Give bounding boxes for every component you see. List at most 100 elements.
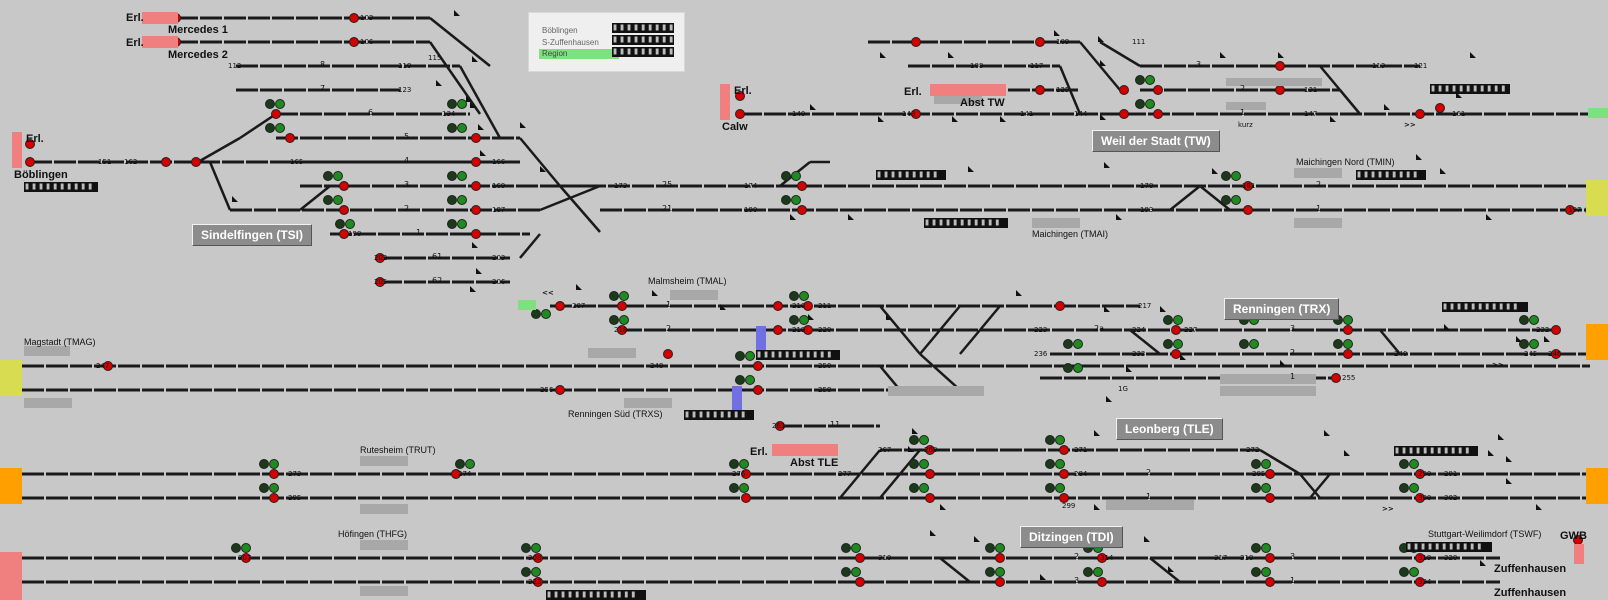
signal-icon[interactable] bbox=[349, 37, 359, 47]
shunt-signal-icon[interactable] bbox=[729, 483, 739, 493]
shunt-signal-icon[interactable] bbox=[1343, 339, 1353, 349]
erl-box-mercedes1[interactable] bbox=[142, 12, 178, 24]
track-switch-segment[interactable] bbox=[879, 449, 921, 499]
shunt-signal-icon[interactable] bbox=[1251, 459, 1261, 469]
erl-box-abst-tw[interactable] bbox=[930, 84, 1006, 96]
signal-icon[interactable] bbox=[375, 277, 385, 287]
station-sindelfingen[interactable]: Sindelfingen (TSI) bbox=[192, 224, 312, 246]
signal-icon[interactable] bbox=[663, 349, 673, 359]
shunt-signal-icon[interactable] bbox=[1261, 483, 1271, 493]
shunt-signal-icon[interactable] bbox=[799, 291, 809, 301]
station-ditzingen[interactable]: Ditzingen (TDI) bbox=[1020, 526, 1123, 548]
signal-icon[interactable] bbox=[1415, 553, 1425, 563]
signal-icon[interactable] bbox=[25, 157, 35, 167]
signal-icon[interactable] bbox=[1265, 577, 1275, 587]
switch-triangle-icon[interactable] bbox=[930, 530, 936, 536]
switch-triangle-icon[interactable] bbox=[1480, 560, 1486, 566]
switch-triangle-icon[interactable] bbox=[1100, 60, 1106, 66]
switch-triangle-icon[interactable] bbox=[1168, 566, 1174, 572]
shunt-signal-icon[interactable] bbox=[791, 171, 801, 181]
switch-triangle-icon[interactable] bbox=[1054, 30, 1060, 36]
switch-triangle-icon[interactable] bbox=[436, 80, 442, 86]
shunt-signal-icon[interactable] bbox=[619, 315, 629, 325]
shunt-signal-icon[interactable] bbox=[1231, 171, 1241, 181]
signal-icon[interactable] bbox=[741, 493, 751, 503]
signal-icon[interactable] bbox=[1415, 469, 1425, 479]
shunt-signal-icon[interactable] bbox=[1529, 315, 1539, 325]
shunt-signal-icon[interactable] bbox=[1093, 567, 1103, 577]
switch-triangle-icon[interactable] bbox=[790, 214, 796, 220]
shunt-signal-icon[interactable] bbox=[1221, 195, 1231, 205]
shunt-signal-icon[interactable] bbox=[1055, 483, 1065, 493]
shunt-signal-icon[interactable] bbox=[269, 483, 279, 493]
signal-icon[interactable] bbox=[753, 361, 763, 371]
shunt-signal-icon[interactable] bbox=[1261, 567, 1271, 577]
switch-triangle-icon[interactable] bbox=[1094, 504, 1100, 510]
shunt-signal-icon[interactable] bbox=[1409, 483, 1419, 493]
switch-triangle-icon[interactable] bbox=[1440, 168, 1446, 174]
shunt-signal-icon[interactable] bbox=[457, 99, 467, 109]
track-switch-segment[interactable] bbox=[539, 184, 601, 212]
signal-icon[interactable] bbox=[1415, 109, 1425, 119]
shunt-signal-icon[interactable] bbox=[1333, 339, 1343, 349]
signal-icon[interactable] bbox=[1171, 349, 1181, 359]
signal-icon[interactable] bbox=[191, 157, 201, 167]
switch-triangle-icon[interactable] bbox=[1330, 116, 1336, 122]
edge-hoefingen[interactable] bbox=[0, 552, 22, 600]
shunt-signal-icon[interactable] bbox=[745, 375, 755, 385]
switch-triangle-icon[interactable] bbox=[908, 446, 914, 452]
signal-icon[interactable] bbox=[471, 181, 481, 191]
switch-triangle-icon[interactable] bbox=[886, 314, 892, 320]
shunt-signal-icon[interactable] bbox=[1073, 339, 1083, 349]
switch-triangle-icon[interactable] bbox=[968, 166, 974, 172]
shunt-signal-icon[interactable] bbox=[909, 435, 919, 445]
signal-icon[interactable] bbox=[1059, 445, 1069, 455]
erl-box-calw[interactable] bbox=[720, 84, 730, 120]
switch-triangle-icon[interactable] bbox=[1488, 450, 1494, 456]
shunt-signal-icon[interactable] bbox=[265, 123, 275, 133]
shunt-signal-icon[interactable] bbox=[323, 171, 333, 181]
shunt-signal-icon[interactable] bbox=[345, 219, 355, 229]
shunt-signal-icon[interactable] bbox=[1055, 435, 1065, 445]
shunt-signal-icon[interactable] bbox=[323, 195, 333, 205]
switch-triangle-icon[interactable] bbox=[1106, 396, 1112, 402]
signal-icon[interactable] bbox=[471, 157, 481, 167]
train-number-display[interactable]: ▮▮▮▮▮▮▮▮▮▮▮ bbox=[1394, 446, 1478, 456]
switch-triangle-icon[interactable] bbox=[1220, 52, 1226, 58]
signal-icon[interactable] bbox=[1275, 61, 1285, 71]
signal-icon[interactable] bbox=[375, 253, 385, 263]
shunt-signal-icon[interactable] bbox=[1063, 363, 1073, 373]
signal-icon[interactable] bbox=[911, 109, 921, 119]
switch-triangle-icon[interactable] bbox=[1180, 354, 1186, 360]
signal-icon[interactable] bbox=[1343, 349, 1353, 359]
switch-triangle-icon[interactable] bbox=[1486, 214, 1492, 220]
train-number-display[interactable]: ▮▮▮▮▮▮▮▮▮▮▮ bbox=[1430, 84, 1510, 94]
signal-icon[interactable] bbox=[855, 577, 865, 587]
signal-icon[interactable] bbox=[25, 139, 35, 149]
shunt-signal-icon[interactable] bbox=[265, 99, 275, 109]
track-switch-segment[interactable] bbox=[1099, 40, 1141, 68]
signal-icon[interactable] bbox=[775, 421, 785, 431]
signal-icon[interactable] bbox=[349, 13, 359, 23]
edge-weil-region[interactable] bbox=[1588, 108, 1608, 118]
track-switch-segment[interactable] bbox=[919, 353, 961, 391]
switch-triangle-icon[interactable] bbox=[1506, 478, 1512, 484]
signal-icon[interactable] bbox=[103, 361, 113, 371]
shunt-signal-icon[interactable] bbox=[259, 483, 269, 493]
signal-icon[interactable] bbox=[1551, 349, 1561, 359]
switch-triangle-icon[interactable] bbox=[720, 304, 726, 310]
track-switch-segment[interactable] bbox=[959, 305, 1001, 355]
shunt-signal-icon[interactable] bbox=[457, 219, 467, 229]
track-switch-segment[interactable] bbox=[1379, 329, 1401, 355]
switch-triangle-icon[interactable] bbox=[1516, 336, 1522, 342]
switch-triangle-icon[interactable] bbox=[848, 214, 854, 220]
switch-triangle-icon[interactable] bbox=[1094, 430, 1100, 436]
signal-icon[interactable] bbox=[161, 157, 171, 167]
switch-triangle-icon[interactable] bbox=[1104, 306, 1110, 312]
train-number-display[interactable]: ▮▮▮▮▮▮▮▮▮▮▮ bbox=[1442, 302, 1528, 312]
shunt-signal-icon[interactable] bbox=[333, 195, 343, 205]
signal-icon[interactable] bbox=[803, 325, 813, 335]
shunt-signal-icon[interactable] bbox=[457, 171, 467, 181]
signal-icon[interactable] bbox=[735, 109, 745, 119]
shunt-signal-icon[interactable] bbox=[1519, 315, 1529, 325]
